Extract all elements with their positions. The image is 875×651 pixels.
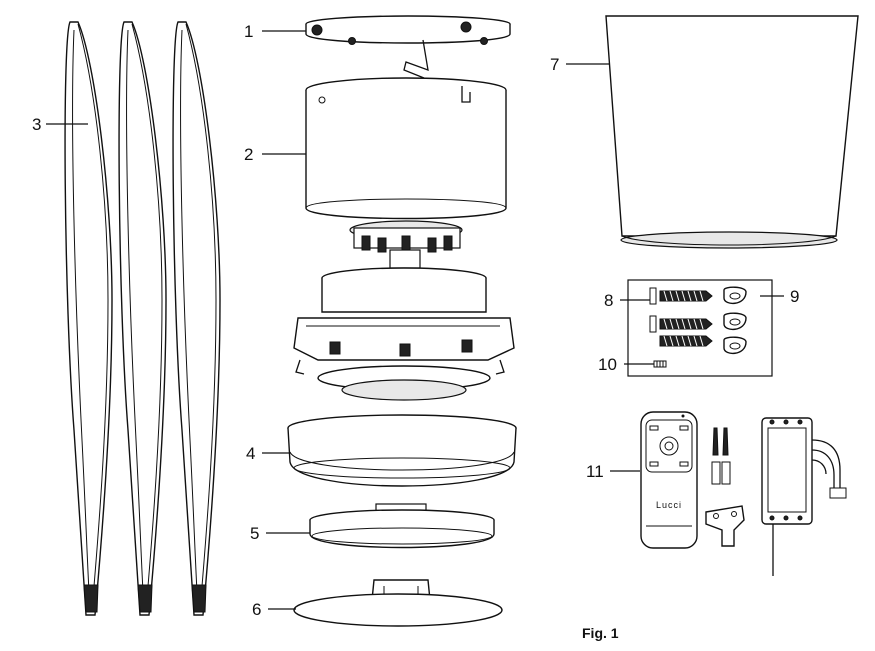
hardware-pack	[627, 279, 773, 377]
light-module	[309, 503, 495, 549]
label-part-2: 2	[244, 145, 253, 164]
receiver-unit	[761, 417, 847, 525]
rubber-washers	[723, 286, 747, 355]
label-part-9: 9	[790, 287, 799, 306]
fan-blade-2	[118, 21, 167, 616]
batteries	[711, 427, 731, 485]
figure-caption: Fig. 1	[582, 625, 619, 641]
fan-cover-shade	[605, 15, 859, 249]
leader-lines	[46, 30, 784, 610]
screws-and-anchors	[649, 287, 713, 347]
callout-numbers: 1 2 3 4 5 6 7 8 9 10 11	[32, 22, 799, 619]
label-part-5: 5	[250, 524, 259, 543]
remote-brand-logo: Lucci	[656, 500, 682, 510]
diffuser-shade	[293, 579, 503, 627]
fan-blade-1	[64, 21, 113, 616]
remote-control: Lucci	[640, 411, 698, 549]
remote-control-set: Lucci	[640, 411, 847, 549]
label-part-8: 8	[604, 291, 613, 310]
label-part-3: 3	[32, 115, 41, 134]
remote-holder	[705, 505, 745, 547]
fan-blade-3	[172, 21, 221, 616]
fan-blades	[64, 21, 221, 616]
label-part-1: 1	[244, 22, 253, 41]
canopy	[305, 77, 507, 269]
motor-cover	[287, 414, 517, 487]
mounting-bracket	[305, 15, 511, 79]
label-part-10: 10	[598, 355, 617, 374]
small-screw	[653, 360, 667, 368]
label-part-4: 4	[246, 444, 255, 463]
label-part-6: 6	[252, 600, 261, 619]
label-part-11: 11	[586, 462, 604, 481]
motor-assembly	[293, 267, 515, 401]
label-part-7: 7	[550, 55, 559, 74]
